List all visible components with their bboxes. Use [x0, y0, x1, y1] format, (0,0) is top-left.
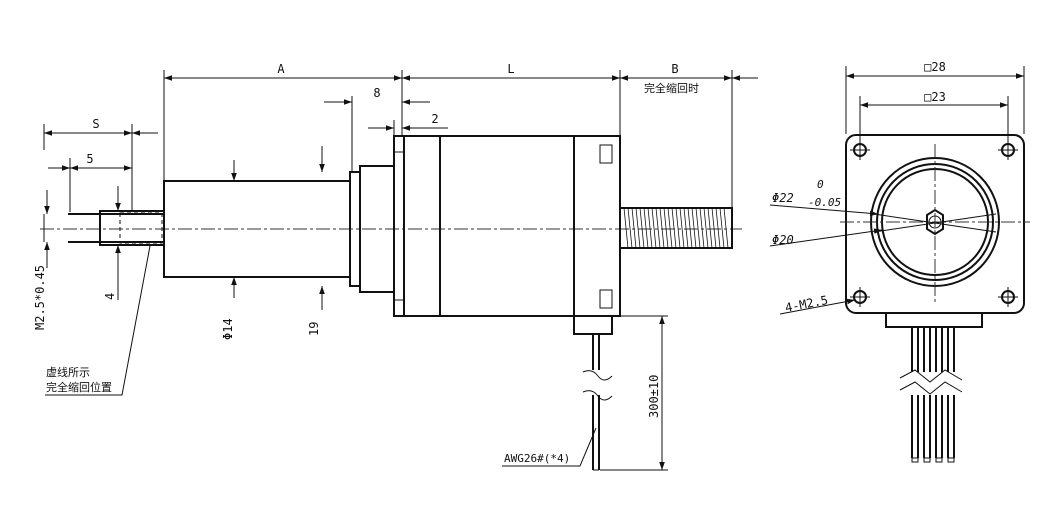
dashed-shown-note: 虚线所示	[46, 365, 90, 379]
dim-8: 8	[373, 86, 380, 100]
dim-2: 2	[431, 112, 438, 126]
mounting-holes	[850, 140, 1018, 307]
dim-l: L	[507, 62, 514, 76]
dim-square-23: □23	[924, 90, 946, 104]
dim-5: 5	[86, 152, 93, 166]
dim-holes: 4-M2.5	[784, 293, 829, 315]
dim-dia14: Φ14	[221, 318, 235, 340]
dim-19: 19	[307, 322, 321, 336]
wire-spec: AWG26#(*4)	[504, 452, 570, 465]
dim-dia20: Φ20	[772, 233, 794, 247]
dim-lead-length: 300±10	[647, 375, 661, 418]
wire-spec-leader	[502, 427, 597, 467]
motor-body	[393, 135, 621, 335]
dim-thread: M2.5*0.45	[33, 265, 47, 330]
front-view: □28 □23 Φ22 0 -0.05 Φ20 4-M2.5	[769, 60, 1030, 463]
retract-note-leader	[45, 245, 151, 396]
full-retract-note: 完全缩回时	[644, 81, 699, 95]
dim-tol-upper: 0	[817, 178, 824, 191]
front-lead-wires	[899, 327, 963, 463]
front-connector	[885, 312, 983, 328]
dim-a: A	[277, 62, 285, 76]
rear-screw	[619, 207, 733, 249]
side-lead-wire	[582, 334, 613, 471]
retract-position-note: 完全缩回位置	[46, 380, 112, 394]
dim-4: 4	[103, 293, 117, 300]
front-screw	[68, 210, 165, 246]
dim-s: S	[92, 117, 99, 131]
dim-square-28: □28	[924, 60, 946, 74]
side-view: A L B 完全缩回时 8 2 S 5 M2.5*0.45 4 Φ14 19 3…	[33, 62, 758, 471]
retracted-position-outline	[119, 212, 163, 244]
dim-dia22: Φ22	[772, 191, 794, 205]
dim-b: B	[671, 62, 678, 76]
connector-block	[573, 315, 613, 335]
dim-tol-lower: -0.05	[808, 196, 841, 209]
